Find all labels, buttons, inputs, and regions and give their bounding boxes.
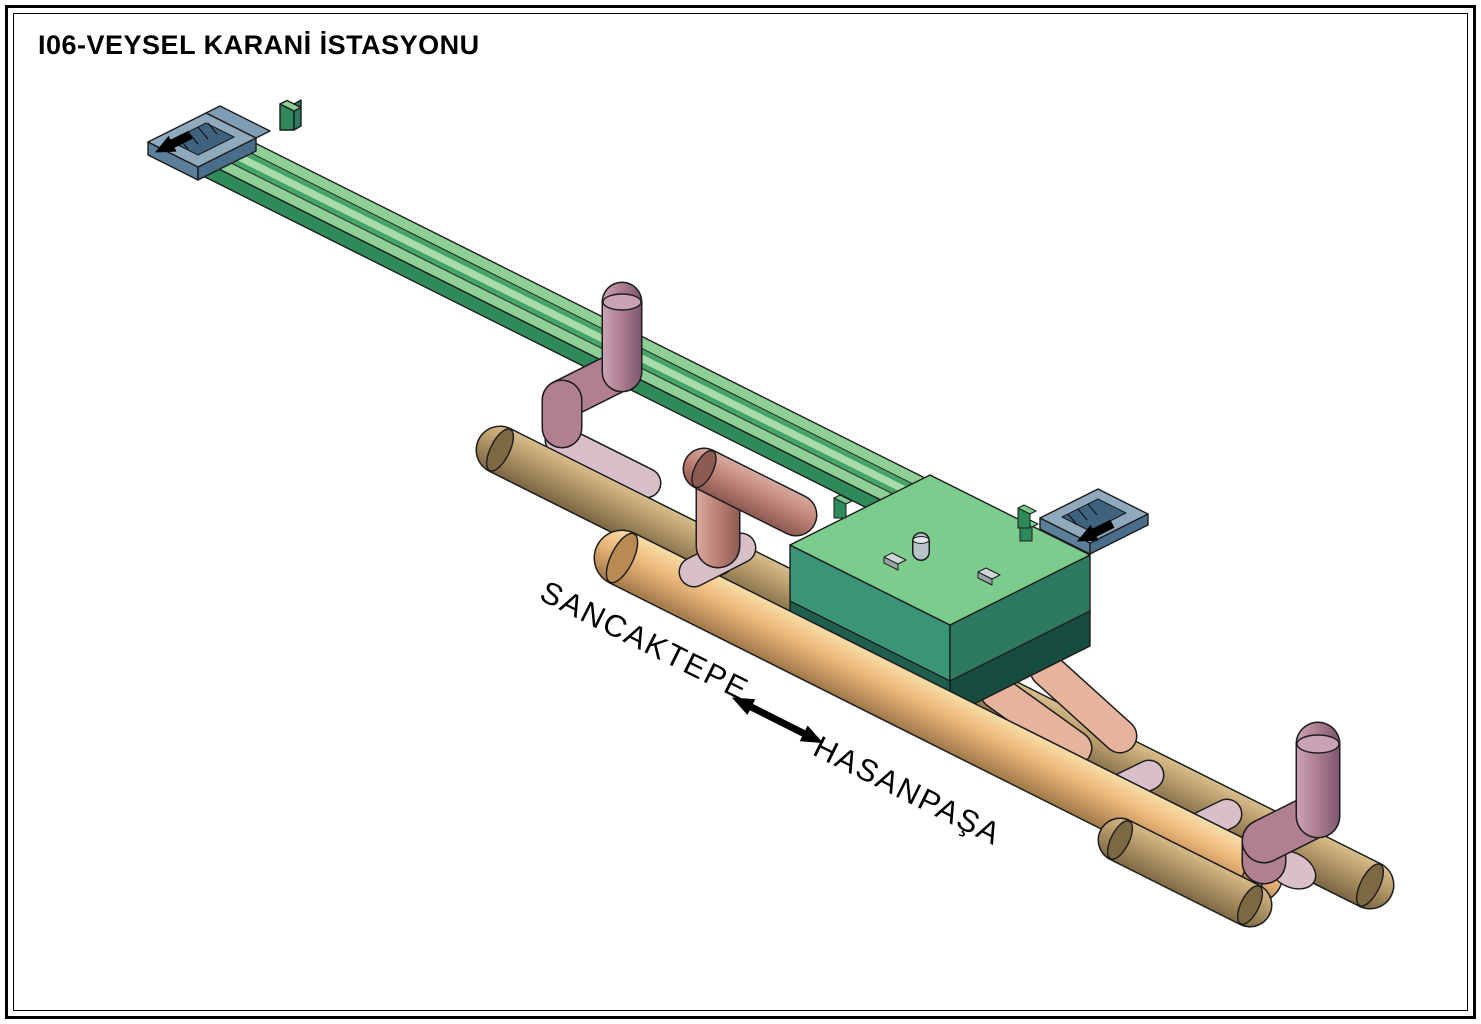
tail-tunnel-west-cap — [1106, 820, 1134, 860]
entrance-east-opening — [1061, 498, 1127, 532]
vent-shaft-2-gallery — [684, 449, 816, 535]
station-box-roof-block-2 — [977, 567, 1001, 586]
station-box-roof-block-1 — [883, 552, 907, 571]
ramp-center-stripe — [223, 149, 961, 518]
running-tunnel-south-west-cap — [605, 532, 639, 584]
vent-shaft-3-top-cap — [1296, 734, 1340, 754]
running-tunnel-south-body — [595, 531, 1282, 902]
station-box-roof-post-1 — [833, 494, 853, 519]
box-tunnel-connectors — [979, 652, 1138, 766]
entrance-east-vent-post — [1017, 504, 1037, 529]
vent-shaft-3 — [1241, 721, 1341, 885]
running-tunnel-north-west-cap — [485, 428, 515, 472]
entrance-west-vent-post — [279, 99, 302, 131]
entrance-east-stair-hatch — [1067, 503, 1098, 526]
station-box-vent-cylinder — [912, 532, 930, 561]
running-tunnel-north-east-cap — [1355, 863, 1385, 907]
vent-shaft-1-adit — [546, 426, 660, 497]
tail-tunnel-east-cap — [1236, 885, 1264, 925]
box-connector-1 — [981, 676, 1091, 764]
vent-shaft-1 — [541, 281, 662, 499]
tail-tunnel — [1097, 817, 1273, 928]
vent-shaft-2-gallery-cap — [691, 449, 717, 489]
entrance-west — [147, 99, 302, 181]
access-ramp — [204, 139, 980, 543]
station-box-roof — [789, 474, 1091, 626]
box-connector-2 — [1031, 654, 1136, 752]
tail-tunnel-body — [1099, 819, 1271, 926]
direction-double-arrow — [731, 697, 824, 744]
vent-shaft-2 — [678, 447, 818, 588]
vent-shaft-1-top-cap — [602, 293, 642, 311]
drawing-title: I06-VEYSEL KARANİ İSTASYONU — [38, 30, 480, 60]
entrance-east — [1017, 488, 1149, 555]
